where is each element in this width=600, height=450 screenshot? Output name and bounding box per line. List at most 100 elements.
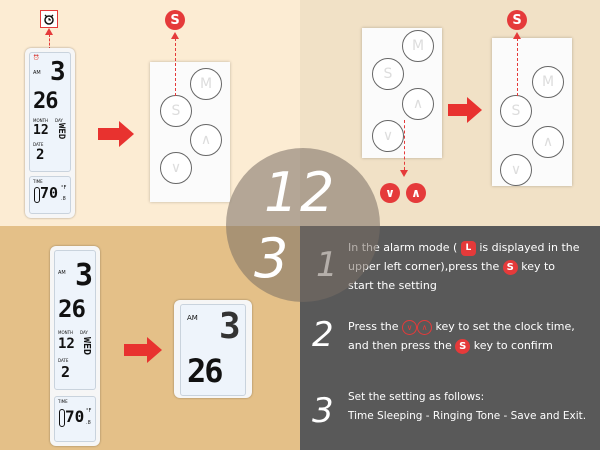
s-key-label: S [511, 103, 521, 119]
temp-time-label: TIME [58, 399, 68, 404]
down-key-icon: ∨ [402, 319, 417, 335]
instruction-text: Time Sleeping - Ringing Tone - Save and … [348, 410, 587, 422]
up-badge: ∧ [406, 183, 426, 203]
s-badge: S [507, 10, 527, 30]
down-key[interactable]: ∨ [160, 152, 192, 184]
s-icon-label: S [459, 340, 467, 352]
s-badge-label: S [170, 12, 180, 28]
up-icon-label: ∧ [421, 322, 428, 332]
instruction-text: upper left corner),press the [348, 260, 500, 273]
date-value: 2 [61, 363, 71, 381]
thermometer-icon [59, 409, 65, 427]
month-value: 12 [58, 336, 75, 352]
temp-unit: °F [61, 185, 67, 191]
s-key[interactable]: S [160, 95, 192, 127]
m-key-label: M [411, 38, 425, 54]
instruction-1: In the alarm mode ( L is displayed in th… [348, 238, 598, 295]
s-badge: S [165, 10, 185, 30]
up-key-label: ∧ [542, 134, 554, 150]
instruction-text: start the setting [348, 279, 437, 292]
step1-panel: ⏰ AM 3 26 MONTH DAY 12 WED DATE 2 TIME 7… [0, 0, 300, 226]
day-label: DAY [55, 118, 63, 123]
instruction-2: Press the ∨∧ key to set the clock time, … [348, 317, 598, 355]
dashed-arrow-head [45, 28, 53, 35]
month-value: 12 [33, 123, 49, 138]
s-key-label: S [383, 66, 393, 82]
month-label: MONTH [33, 118, 49, 123]
temp-lcd: TIME 70 °F .8 [29, 176, 71, 214]
keypad-step2-left: M S ∧ ∨ [362, 28, 442, 158]
step3-panel: AM 3 26 MONTH DAY 12 WED DATE 2 TIME 70 … [0, 226, 300, 450]
s-badge-label: S [512, 12, 522, 28]
up-key-label: ∧ [200, 132, 212, 148]
instruction-text: and then press the [348, 339, 452, 352]
m-key[interactable]: M [402, 30, 434, 62]
temp-unit: °F [86, 408, 92, 414]
zoomed-lcd: AM 3 26 [180, 304, 246, 396]
hour-digit: 3 [50, 57, 66, 87]
instruction-3: Set the setting as follows: Time Sleepin… [348, 388, 598, 426]
up-key[interactable]: ∧ [190, 124, 222, 156]
m-key[interactable]: M [190, 68, 222, 100]
step-numbers-circle [226, 148, 380, 302]
s-key-icon: S [455, 338, 471, 354]
s-key-label: S [171, 103, 181, 119]
down-badge: ∨ [380, 183, 400, 203]
up-key-icon: ∧ [417, 319, 432, 335]
temp-value: 70 [65, 407, 85, 426]
dashed-line [49, 34, 50, 50]
keypad-step2-right: M S ∧ ∨ [492, 38, 572, 186]
dashed-arrow-head [171, 32, 179, 39]
right-arrow [98, 121, 134, 147]
m-key[interactable]: M [532, 66, 564, 98]
s-key[interactable]: S [500, 95, 532, 127]
instruction-text: key to [521, 260, 556, 273]
day-label: DAY [80, 330, 88, 335]
up-badge-label: ∧ [411, 186, 421, 200]
date-value: 2 [36, 147, 45, 163]
up-key[interactable]: ∧ [402, 88, 434, 120]
s-icon-label: S [506, 261, 514, 273]
down-key[interactable]: ∨ [500, 154, 532, 186]
dashed-arrow-head [400, 170, 408, 177]
temp-value: 70 [40, 184, 59, 202]
month-label: MONTH [58, 330, 74, 335]
date-label: DATE [58, 358, 69, 363]
instruction-number: 3 [312, 391, 334, 431]
instruction-text: Press the [348, 320, 399, 333]
temp-decimal: .8 [86, 420, 91, 426]
clock-lcd: ⏰ AM 3 26 MONTH DAY 12 WED DATE 2 [29, 52, 71, 172]
hour-digit: 3 [219, 306, 241, 347]
instruction-text: Set the setting as follows: [348, 391, 485, 403]
thermometer-icon [34, 187, 40, 203]
down-icon-label: ∨ [406, 322, 413, 332]
temp-lcd: TIME 70 °F .8 [54, 396, 96, 442]
hour-digit: 3 [75, 258, 94, 293]
down-key[interactable]: ∨ [372, 120, 404, 152]
step2-panel: M S ∧ ∨ ∨ ∧ M S ∧ ∨ S [300, 0, 600, 226]
overlay-number-3: 3 [254, 227, 289, 290]
m-key-label: M [199, 76, 213, 92]
temp-time-label: TIME [33, 179, 43, 184]
minutes-digits: 26 [187, 352, 224, 390]
dashed-arrow-head [513, 32, 521, 39]
down-key-label: ∨ [510, 162, 522, 178]
s-key[interactable]: S [372, 58, 404, 90]
up-key-label: ∧ [412, 96, 424, 112]
down-key-label: ∨ [170, 160, 182, 176]
up-key[interactable]: ∧ [532, 126, 564, 158]
instruction-number: 2 [312, 315, 334, 355]
instruction-text: key to set the clock time, [435, 320, 575, 333]
alarm-symbol: ⏰ [33, 55, 40, 61]
weekday-value: WED [81, 337, 92, 356]
minutes-digits: 26 [33, 89, 58, 114]
right-arrow [124, 337, 162, 363]
am-label: AM [33, 70, 41, 76]
instruction-text: key to confirm [473, 339, 553, 352]
dashed-line [404, 120, 405, 170]
clock-device: ⏰ AM 3 26 MONTH DAY 12 WED DATE 2 TIME 7… [25, 48, 75, 218]
clock-lcd: AM 3 26 MONTH DAY 12 WED DATE 2 [54, 250, 96, 390]
alarm-clock-icon [44, 14, 54, 25]
instruction-text: is displayed in the [479, 241, 580, 254]
